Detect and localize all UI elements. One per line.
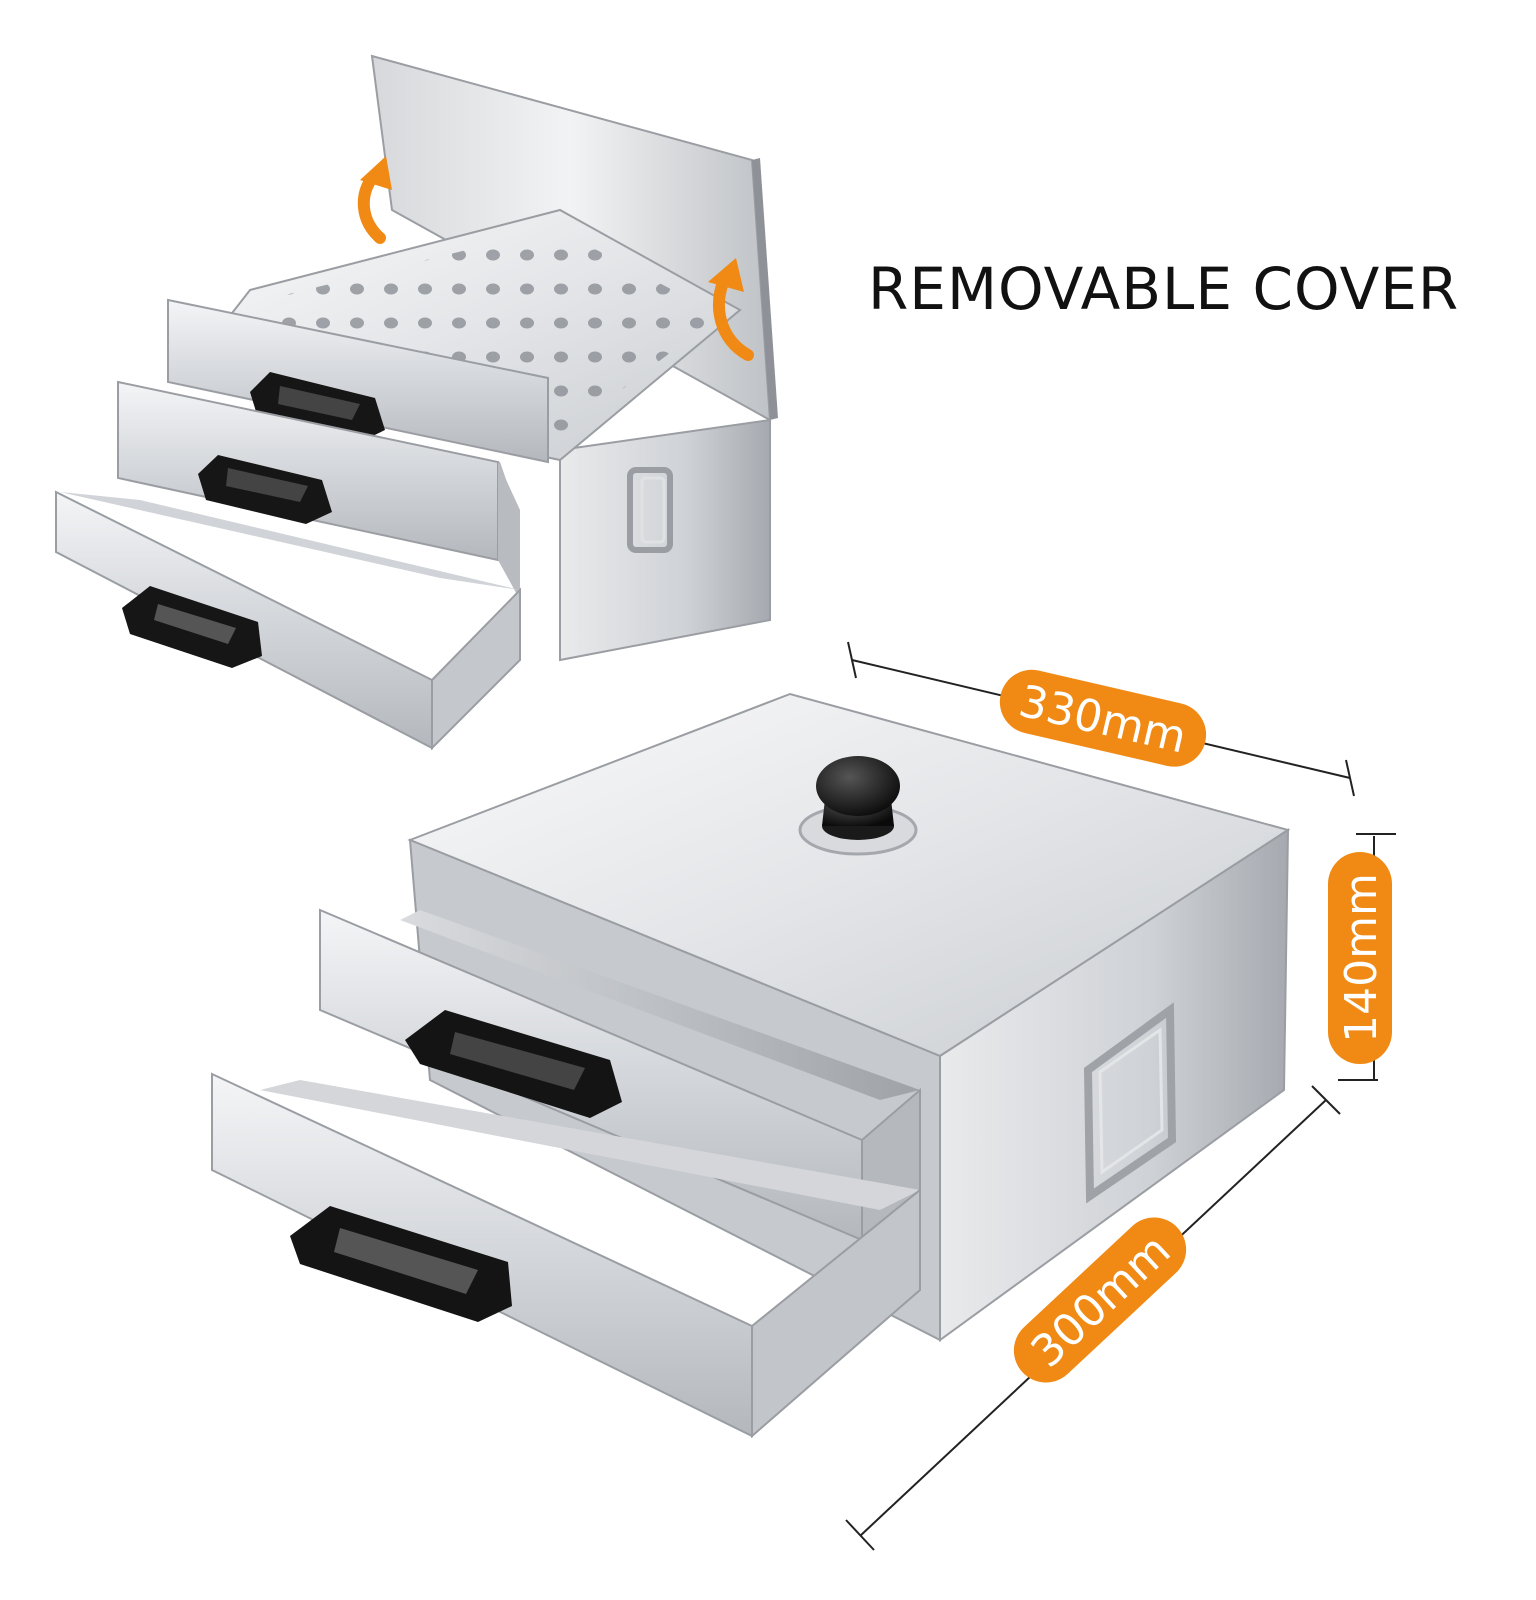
drawer-handle-icon — [122, 586, 262, 668]
headline-text: REMOVABLE COVER — [868, 255, 1460, 323]
arrow-up-icon — [708, 258, 754, 361]
side-handle-icon — [1083, 1002, 1177, 1204]
depth-pill — [1013, 1217, 1187, 1383]
drawer-handle-icon — [405, 1010, 622, 1118]
height-pill — [1328, 852, 1392, 1064]
side-handle-icon — [627, 467, 673, 553]
open-steamer — [55, 54, 778, 751]
drawer-handle-icon — [198, 455, 332, 524]
knob-icon — [798, 756, 918, 856]
drawer-handle-icon — [290, 1206, 512, 1322]
dimension-height: 140mm — [1328, 833, 1396, 1081]
closed-steamer — [211, 692, 1291, 1439]
arrow-up-icon — [357, 156, 392, 244]
width-pill — [999, 669, 1207, 767]
height-label: 140mm — [1336, 873, 1387, 1043]
drawer-handle-icon — [250, 372, 385, 442]
